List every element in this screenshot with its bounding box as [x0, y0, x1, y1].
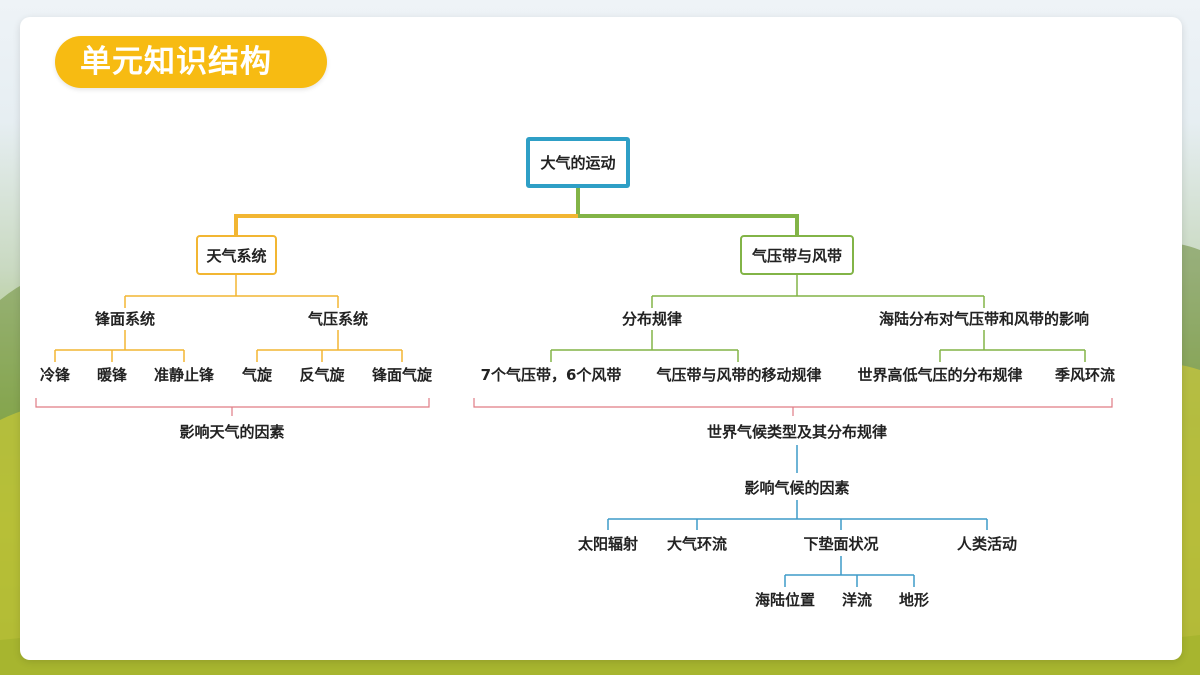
root-node: 大气的运动 — [526, 137, 630, 188]
content-card — [20, 17, 1182, 660]
distribution-node: 分布规律 — [621, 310, 682, 328]
stationary-front-node: 准静止锋 — [153, 366, 214, 384]
page-title: 单元知识结构 — [80, 44, 272, 80]
cyclone-node: 气旋 — [241, 366, 272, 384]
anticyclone-node: 反气旋 — [299, 366, 345, 384]
belts-count-node: 7个气压带，6个风带 — [480, 366, 622, 384]
weather-factors-node: 影响天气的因素 — [179, 423, 285, 441]
underlying-surface-node: 下垫面状况 — [803, 535, 879, 553]
land-sea-position-node: 海陆位置 — [754, 591, 815, 609]
terrain-node: 地形 — [898, 591, 929, 609]
belt-movement-node: 气压带与风带的移动规律 — [656, 366, 822, 384]
pressure-belts-node: 气压带与风带 — [740, 235, 854, 275]
land-sea-node: 海陆分布对气压带和风带的影响 — [878, 310, 1089, 328]
frontal-cyclone-node: 锋面气旋 — [371, 366, 432, 384]
ocean-current-node: 洋流 — [841, 591, 872, 609]
solar-radiation-node: 太阳辐射 — [577, 535, 638, 553]
title-pill — [55, 36, 327, 88]
atmospheric-circulation-node: 大气环流 — [666, 535, 727, 553]
warm-front-node: 暖锋 — [96, 366, 127, 384]
front-system-node: 锋面系统 — [95, 310, 156, 328]
weather-system-node: 天气系统 — [196, 235, 277, 275]
world-pressure-node: 世界高低气压的分布规律 — [857, 366, 1023, 384]
monsoon-node: 季风环流 — [1054, 366, 1115, 384]
cold-front-node: 冷锋 — [39, 366, 70, 384]
pressure-system-node: 气压系统 — [307, 310, 368, 328]
human-activity-node: 人类活动 — [956, 535, 1017, 553]
climate-types-node: 世界气候类型及其分布规律 — [706, 423, 887, 441]
climate-factors-node: 影响气候的因素 — [744, 479, 850, 497]
